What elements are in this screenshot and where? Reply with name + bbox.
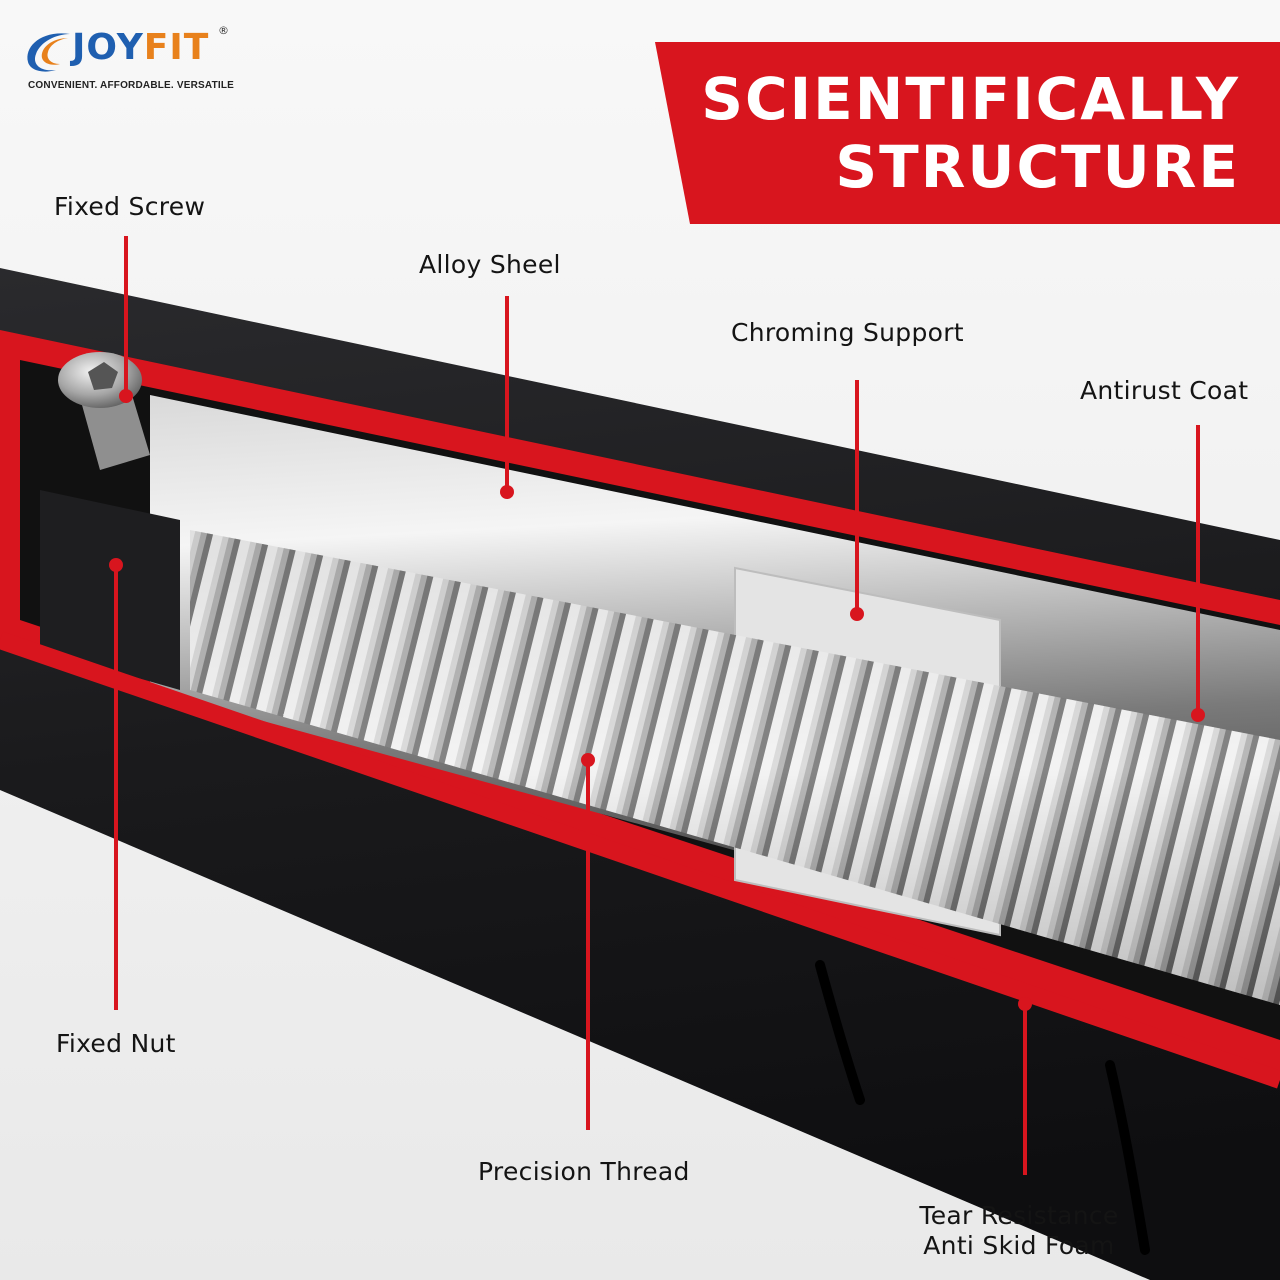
brand-name: JOYFIT	[72, 27, 210, 68]
callout-dot-fixed-nut	[109, 558, 123, 572]
threaded-rod-shade	[190, 530, 1280, 1005]
label-chroming-support: Chroming Support	[731, 318, 964, 347]
banner-background	[655, 42, 1280, 224]
label-fixed-nut: Fixed Nut	[56, 1029, 176, 1058]
banner-title-line2: STRUCTURE	[835, 133, 1240, 201]
callout-dot-antirust-coat	[1191, 708, 1205, 722]
callout-dot-fixed-screw	[119, 389, 133, 403]
label-antirust-coat: Antirust Coat	[1080, 376, 1249, 405]
callout-dot-precision-thread	[581, 753, 595, 767]
label-tear-resistance-line2: Anti Skid Foam	[923, 1231, 1115, 1260]
callout-dot-tear-resistance	[1018, 997, 1032, 1011]
grip-groove-2	[1105, 1060, 1150, 1255]
callout-dot-chroming-support	[850, 607, 864, 621]
brand-tagline: CONVENIENT. AFFORDABLE. VERSATILE	[28, 80, 235, 91]
label-fixed-screw: Fixed Screw	[54, 192, 206, 221]
callout-dot-alloy-sheel	[500, 485, 514, 499]
title-banner: SCIENTIFICALLY STRUCTURE	[655, 42, 1280, 224]
label-alloy-sheel: Alloy Sheel	[419, 250, 561, 279]
foam-red-edge	[0, 631, 1280, 1089]
label-tear-resistance: Tear Resistance Anti Skid Foam	[898, 1201, 1140, 1261]
banner-title: SCIENTIFICALLY STRUCTURE	[701, 42, 1240, 224]
registered-mark: ®	[218, 24, 229, 37]
callout-markers	[109, 236, 1205, 1175]
logo-swoosh-icon	[27, 33, 70, 72]
banner-title-line1: SCIENTIFICALLY	[701, 65, 1240, 133]
brand-logo: JOYFIT ® CONVENIENT. AFFORDABLE. VERSATI…	[22, 22, 235, 94]
label-tear-resistance-line1: Tear Resistance	[919, 1201, 1119, 1230]
label-precision-thread: Precision Thread	[478, 1157, 690, 1186]
fixed-nut-block	[40, 490, 180, 690]
grip-groove-1	[815, 960, 865, 1105]
